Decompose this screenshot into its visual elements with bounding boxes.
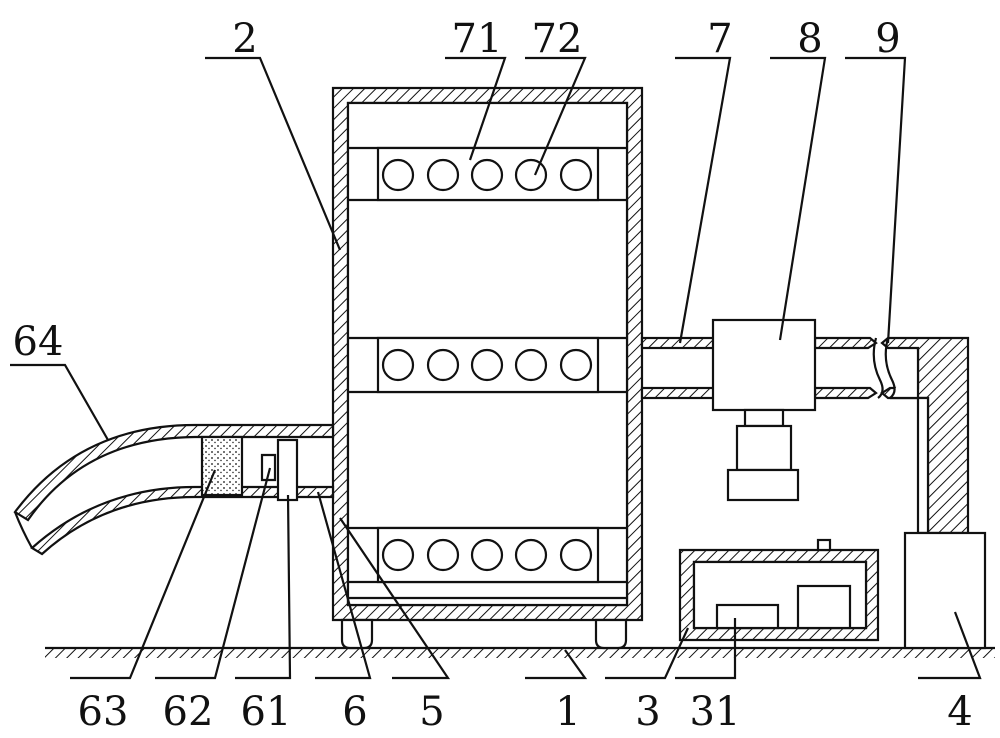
label-64: 64 (13, 319, 64, 365)
label-6: 6 (342, 689, 367, 735)
fan-61 (278, 440, 297, 500)
label-9: 9 (875, 16, 900, 62)
label-2: 2 (232, 16, 257, 62)
controller-31 (717, 605, 778, 628)
control-box-3 (680, 540, 878, 640)
label-62: 62 (163, 689, 214, 735)
label-63: 63 (78, 689, 129, 735)
label-5: 5 (419, 689, 444, 735)
label-72: 72 (532, 16, 583, 62)
label-1: 1 (555, 689, 580, 735)
heater-row-middle (378, 338, 598, 392)
label-3: 3 (635, 689, 660, 735)
pump-8 (713, 320, 815, 500)
tank-4 (905, 533, 985, 648)
support-feet (342, 620, 626, 648)
ground-base-1 (45, 648, 995, 658)
heater-row-top (378, 148, 598, 200)
label-7: 7 (707, 16, 732, 62)
label-71: 71 (452, 16, 503, 62)
label-61: 61 (241, 689, 292, 735)
label-8: 8 (797, 16, 822, 62)
label-31: 31 (690, 689, 741, 735)
label-4: 4 (947, 689, 972, 735)
heater-row-bottom (378, 528, 598, 582)
